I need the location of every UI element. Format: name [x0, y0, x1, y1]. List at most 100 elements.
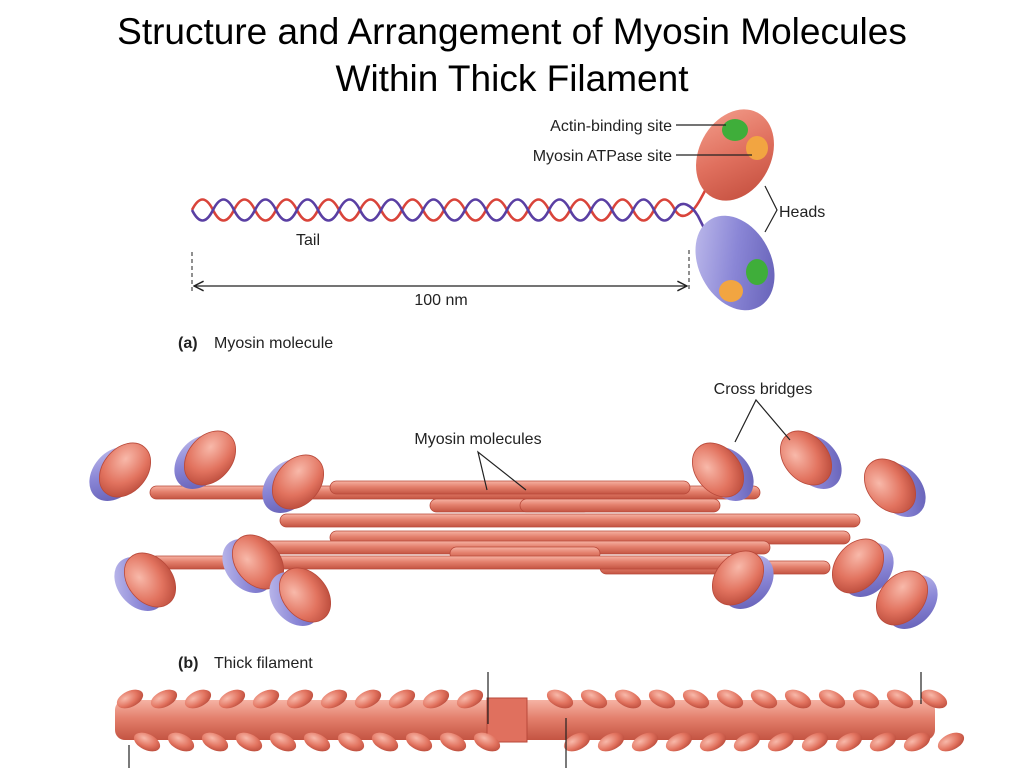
- filament-projection: [354, 689, 382, 709]
- filament-projection: [337, 732, 365, 752]
- filament-projection: [563, 732, 591, 752]
- filament-projection: [903, 732, 931, 752]
- cross-bridges-leader: [734, 398, 791, 443]
- actin-binding-site-dot: [722, 119, 748, 141]
- filament-projection: [218, 689, 246, 709]
- myosin-cross-bridge-head: [114, 552, 177, 611]
- full-thick-filament: [115, 672, 965, 768]
- filament-projection: [388, 689, 416, 709]
- label-atpase-site: Myosin ATPase site: [533, 148, 672, 165]
- filament-projection: [405, 732, 433, 752]
- filament-projection: [422, 689, 450, 709]
- myosin-molecules-leader: [477, 450, 527, 491]
- label-tail: Tail: [296, 232, 320, 249]
- tail-strand-purple: [190, 198, 708, 233]
- head-bulb-red: [278, 567, 332, 623]
- filament-projection: [473, 732, 501, 752]
- panel-a-myosin-molecule: Actin-binding site Myosin ATPase site He…: [178, 109, 825, 352]
- myosin-cross-bridge-head: [831, 538, 894, 597]
- filament-projection: [269, 732, 297, 752]
- myosin-cross-bridge-head: [779, 430, 842, 489]
- atpase-site-dot: [746, 136, 768, 160]
- actin-binding-site-dot-2: [746, 259, 768, 285]
- panel-a-letter: (a): [178, 335, 198, 352]
- myosin-rod: [279, 513, 861, 528]
- head-bulb-red: [863, 458, 917, 514]
- filament-projection: [835, 732, 863, 752]
- filament-projection: [767, 732, 795, 752]
- myosin-heads: [89, 430, 938, 629]
- filament-projection: [580, 689, 608, 709]
- head-bulb-red: [123, 552, 177, 608]
- panel-b-letter: (b): [178, 655, 198, 672]
- myosin-cross-bridge-head: [174, 430, 237, 489]
- panel-b-caption: Thick filament: [214, 655, 313, 672]
- myosin-cross-bridge-head: [269, 567, 332, 626]
- filament-projection: [371, 732, 399, 752]
- filament-projection: [648, 689, 676, 709]
- atpase-site-dot-2: [719, 280, 743, 302]
- filament-projection: [439, 732, 467, 752]
- filament-projection: [750, 689, 778, 709]
- title-line-1: Structure and Arrangement of Myosin Mole…: [117, 11, 907, 52]
- filament-projection: [682, 689, 710, 709]
- filament-projection: [235, 732, 263, 752]
- head-bulb-red: [779, 430, 833, 486]
- filament-projection: [597, 732, 625, 752]
- filament-projection: [286, 689, 314, 709]
- slide-title: Structure and Arrangement of Myosin Mole…: [0, 8, 1024, 102]
- filament-projection: [733, 732, 761, 752]
- filament-projection: [184, 689, 212, 709]
- filament-projection: [665, 732, 693, 752]
- myosin-cross-bridge-head: [863, 458, 926, 517]
- filament-projection: [167, 732, 195, 752]
- filament-projection: [133, 732, 161, 752]
- myosin-rod: [519, 498, 721, 513]
- myosin-cross-bridge-head: [875, 570, 938, 629]
- head-bulb-red: [875, 570, 929, 626]
- label-myosin-molecules: Myosin molecules: [414, 431, 541, 448]
- filament-projection: [801, 732, 829, 752]
- myosin-cross-bridge-head: [691, 442, 754, 501]
- myosin-cross-bridge-head: [89, 442, 152, 501]
- filament-projection: [869, 732, 897, 752]
- myosin-cross-bridge-head: [262, 454, 325, 513]
- filament-projection: [631, 732, 659, 752]
- filament-projection: [320, 689, 348, 709]
- filament-projection: [614, 689, 642, 709]
- filament-projection: [784, 689, 812, 709]
- label-length: 100 nm: [414, 292, 467, 309]
- myosin-head-blue: [695, 215, 775, 311]
- filament-projection: [116, 689, 144, 709]
- myosin-cross-bridge-head: [711, 550, 774, 609]
- myosin-cross-bridge-head: [222, 534, 285, 593]
- filament-projection: [201, 732, 229, 752]
- filament-projection: [937, 732, 965, 752]
- filament-bare-zone: [486, 697, 528, 743]
- filament-projection: [546, 689, 574, 709]
- filament-projection: [252, 689, 280, 709]
- head-bulb-red: [271, 454, 325, 510]
- label-cross-bridges: Cross bridges: [714, 381, 813, 398]
- panel-b-thick-filament: Cross bridges Myosin molecules (b) Thick…: [89, 381, 938, 672]
- filament-projection: [303, 732, 331, 752]
- label-heads: Heads: [779, 204, 825, 221]
- filament-projection: [886, 689, 914, 709]
- filament-projection: [699, 732, 727, 752]
- label-actin-binding-site: Actin-binding site: [550, 118, 672, 135]
- head-bulb-red: [98, 442, 152, 498]
- head-bulb-red: [183, 430, 237, 486]
- filament-projection: [456, 689, 484, 709]
- myosin-rod: [329, 480, 691, 495]
- filament-projection: [150, 689, 178, 709]
- panel-a-caption: Myosin molecule: [214, 335, 333, 352]
- tail-strand-red: [190, 177, 714, 222]
- filament-projection: [920, 689, 948, 709]
- head-bulb-red: [711, 550, 765, 606]
- filament-projection: [716, 689, 744, 709]
- head-bulb-red: [691, 442, 745, 498]
- filament-projection: [818, 689, 846, 709]
- filament-projections: [116, 689, 965, 752]
- title-line-2: Within Thick Filament: [335, 58, 689, 99]
- heads-bracket: [764, 185, 778, 233]
